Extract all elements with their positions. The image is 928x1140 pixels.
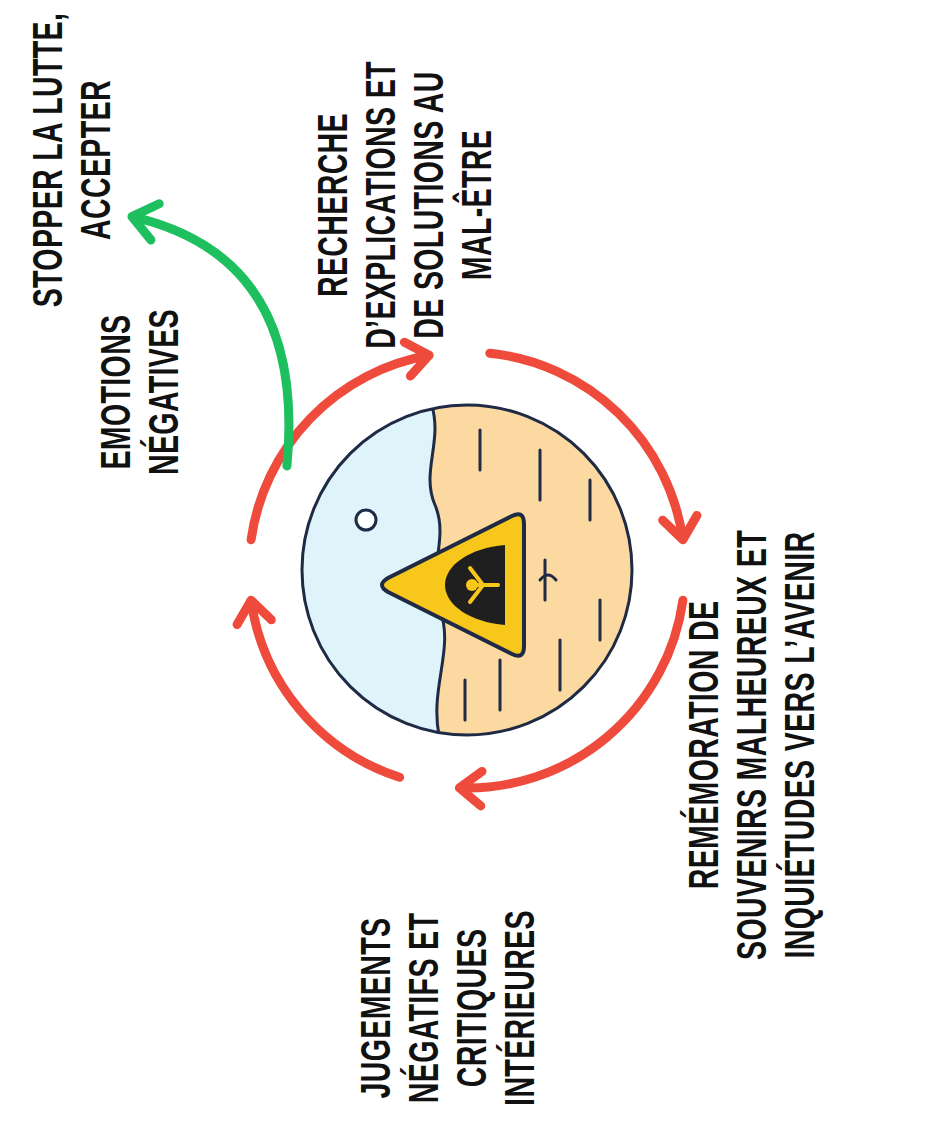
label-text: JUGEMENTS NÉGATIFS ET CRITIQUES INTÉRIEU…	[352, 886, 544, 1131]
cycle-label: EMOTIONS NÉGATIVES	[92, 287, 188, 498]
label-text: RECHERCHE D’EXPLICATIONS ET DE SOLUTIONS…	[309, 45, 501, 365]
cycle-arrow	[490, 353, 697, 540]
cycle-label: STOPPER LA LUTTE, ACCEPTER	[24, 0, 120, 337]
cycle-label: JUGEMENTS NÉGATIFS ET CRITIQUES INTÉRIEU…	[352, 886, 544, 1131]
cycle-label: RECHERCHE D’EXPLICATIONS ET DE SOLUTIONS…	[309, 45, 501, 365]
cycle-arrow	[459, 600, 683, 806]
cycle-arrow	[251, 342, 429, 540]
label-text: STOPPER LA LUTTE, ACCEPTER	[24, 0, 120, 337]
cycle-label: REMÉMORATION DE SOUVENIRS MALHEUREUX ET …	[680, 527, 824, 962]
label-text: REMÉMORATION DE SOUVENIRS MALHEUREUX ET …	[680, 527, 824, 962]
cycle-arrow	[237, 600, 400, 777]
label-text: EMOTIONS NÉGATIVES	[92, 287, 188, 498]
